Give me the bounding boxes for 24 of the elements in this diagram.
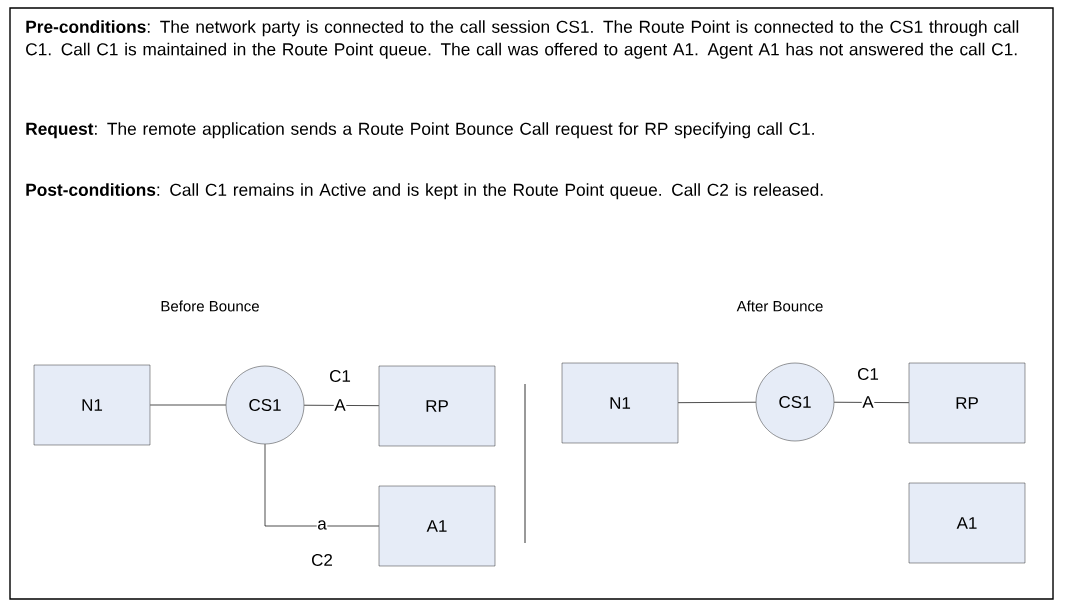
connector-line	[149, 404, 227, 406]
process-box: A1	[908, 482, 1026, 564]
circle-node: CS1	[755, 362, 835, 442]
condition-text: Post-conditions: Call C1 remains in Active and is kept in the Route Point queue. Call C2 is released.	[26, 183, 823, 200]
diagram-heading: Before Bounce	[161, 300, 259, 312]
process-box: RP	[908, 362, 1026, 444]
condition-text: Request: The remote application sends a Route Point Bounce Call request for RP specifying call C1.	[26, 122, 814, 139]
edge-label: a	[316, 519, 328, 531]
call-label: C1	[858, 368, 879, 381]
diagram-heading: After Bounce	[736, 300, 823, 312]
edge-label: A	[861, 395, 875, 409]
connector-line	[264, 443, 380, 527]
call-label: C1	[330, 370, 351, 383]
process-box: N1	[561, 362, 679, 444]
condition-text: Pre-conditions: The network party is connected to the call session CS1. The Route Point is connected to the CS1 through call C1. Call C1 is maintained in the Route Point queue. The call was offered to agent A1. Agent A1 has not answered the call C1.	[26, 20, 1019, 59]
circle-node: CS1	[225, 365, 305, 445]
process-box: N1	[33, 364, 151, 446]
call-label: C2	[312, 554, 332, 567]
connector-line	[677, 401, 757, 404]
process-box: A1	[378, 485, 496, 567]
process-box: RP	[378, 365, 496, 447]
edge-label: A	[333, 398, 347, 412]
connector-line	[303, 404, 380, 407]
connector-line	[833, 401, 910, 404]
